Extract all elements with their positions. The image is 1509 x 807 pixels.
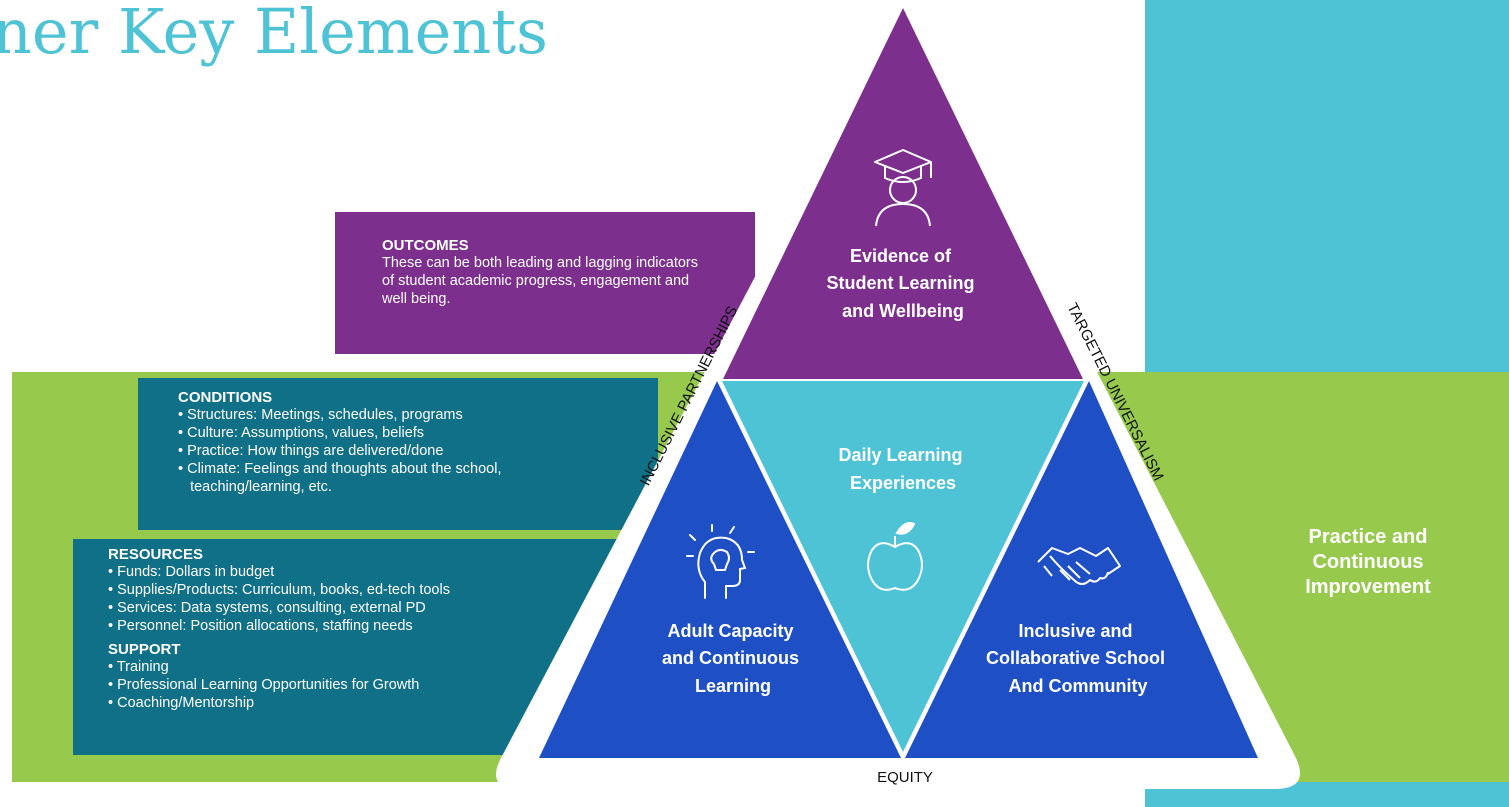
left-section-label: Adult Capacity and Continuous Learning [662, 621, 804, 696]
conditions-item: • Culture: Assumptions, values, beliefs [178, 425, 425, 441]
top-section-label: Evidence of Student Learning and Wellbei… [826, 246, 979, 321]
outcomes-box: OUTCOMES These can be both leading and l… [335, 212, 755, 354]
conditions-item: • Climate: Feelings and thoughts about t… [178, 461, 502, 477]
conditions-item: teaching/learning, etc. [178, 479, 332, 495]
top-section-outcomes [723, 8, 1083, 379]
right-section-label: Inclusive and Collaborative School And C… [986, 621, 1170, 696]
outcomes-text: These can be both leading and lagging in… [382, 255, 699, 307]
graduation-cap-icon [874, 149, 932, 227]
handshake-icon [1037, 547, 1121, 585]
resources-item: • Services: Data systems, consulting, ex… [108, 600, 426, 616]
apple-icon [867, 522, 923, 591]
resources-item: • Supplies/Products: Curriculum, books, … [108, 582, 450, 598]
edge-label-equity: EQUITY [877, 769, 933, 786]
practice-improvement-label: Practice and Continuous Improvement [1305, 526, 1431, 598]
page-title: ner Key Elements [0, 0, 548, 68]
resources-box: RESOURCES • Funds: Dollars in budget • S… [73, 539, 633, 755]
support-item: • Training [108, 659, 169, 675]
resources-heading: RESOURCES [108, 546, 204, 563]
lightbulb-head-icon [686, 524, 755, 599]
middle-section-daily-learning [722, 381, 1084, 752]
right-section-community [905, 381, 1258, 758]
resources-item: • Personnel: Position allocations, staff… [108, 618, 413, 634]
support-heading: SUPPORT [108, 641, 181, 658]
conditions-item: • Practice: How things are delivered/don… [178, 443, 444, 459]
conditions-box: CONDITIONS • Structures: Meetings, sched… [138, 378, 658, 530]
outcomes-heading: OUTCOMES [382, 237, 469, 254]
resources-item: • Funds: Dollars in budget [108, 564, 275, 580]
support-item: • Professional Learning Opportunities fo… [108, 677, 420, 693]
middle-section-label: Daily Learning Experiences [838, 445, 967, 493]
conditions-item: • Structures: Meetings, schedules, progr… [178, 407, 463, 423]
support-item: • Coaching/Mentorship [108, 695, 255, 711]
conditions-heading: CONDITIONS [178, 389, 273, 406]
